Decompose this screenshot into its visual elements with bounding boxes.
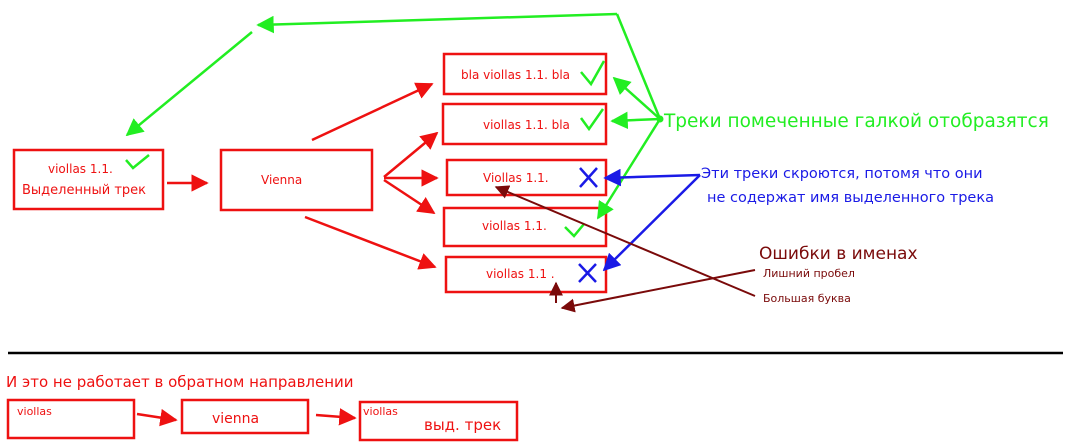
reverse-box-3-main-label: выд. трек	[424, 416, 501, 434]
reverse-box-1-label: viollas	[17, 405, 52, 418]
check-icon	[125, 154, 150, 170]
green-line-top	[256, 12, 618, 34]
reverse-arrow-1	[136, 408, 178, 427]
blue-arrow-track-3	[603, 168, 701, 187]
reverse-box-viollas: viollas	[6, 398, 136, 440]
reverse-arrow-2	[315, 408, 357, 426]
selected-track-name: viollas 1.1.	[48, 162, 113, 176]
check-icon	[564, 223, 585, 238]
cross-icon	[578, 263, 597, 283]
flow-arrows	[167, 82, 439, 270]
arrow-vienna-to-track-5	[304, 215, 437, 270]
green-line-up	[615, 13, 662, 120]
note-capital-letter: Большая буква	[763, 292, 851, 305]
box-track-5: viollas 1.1 .	[444, 255, 608, 294]
reverse-box-2-label: vienna	[212, 411, 259, 427]
track-2-label: viollas 1.1. bla	[483, 118, 570, 132]
green-line-to-selected	[125, 31, 253, 137]
reverse-box-3-small-label: viollas	[363, 405, 398, 418]
cross-icon	[579, 167, 598, 188]
box-track-4: viollas 1.1.	[442, 206, 608, 248]
arrow-vienna-to-track-4	[383, 178, 436, 215]
track-4-label: viollas 1.1.	[482, 219, 547, 233]
note-extra-space: Лишний пробел	[763, 267, 855, 280]
green-junction-dot	[656, 115, 664, 123]
green-arrow-track-2	[610, 111, 661, 130]
note-hidden-line-2: не содержат имя выделенного трека	[707, 190, 994, 206]
reverse-caption: И это не работает в обратном направлении	[6, 373, 354, 391]
reverse-box-vienna: vienna	[180, 398, 310, 435]
note-shown-tracks: Треки помеченные галкой отобразятся	[663, 111, 1049, 132]
selected-track-caption: Выделенный трек	[22, 183, 146, 198]
vienna-label: Vienna	[261, 173, 302, 187]
box-track-1: bla viollas 1.1. bla	[442, 52, 608, 96]
blue-arrows	[602, 168, 701, 272]
error-arrows	[494, 185, 756, 313]
check-icon	[580, 60, 606, 87]
track-1-label: bla viollas 1.1. bla	[461, 68, 570, 82]
track-3-label: Viollas 1.1.	[483, 171, 549, 185]
track-5-label: viollas 1.1 .	[486, 267, 555, 281]
green-arrow-track-1	[612, 76, 661, 120]
blue-arrow-track-5	[602, 174, 701, 272]
arrow-vienna-to-track-2	[383, 131, 439, 178]
arrow-vienna-to-track-1	[311, 82, 434, 142]
green-arrows	[125, 12, 664, 220]
reverse-box-selected: viollas выд. трек	[358, 400, 519, 442]
check-icon	[579, 108, 605, 132]
green-arrow-track-4	[596, 118, 662, 220]
reverse-arrows	[136, 408, 357, 427]
box-selected-track: viollas 1.1. Выделенный трек	[12, 148, 165, 211]
box-vienna: Vienna	[219, 148, 374, 212]
arrow-extra-space	[560, 269, 756, 313]
box-track-3: Viollas 1.1.	[445, 158, 608, 197]
box-track-2: viollas 1.1. bla	[441, 102, 608, 146]
note-hidden-line-1: Эти треки скроются, потомя что они	[701, 166, 983, 182]
note-errors-title: Ошибки в именах	[759, 244, 918, 264]
